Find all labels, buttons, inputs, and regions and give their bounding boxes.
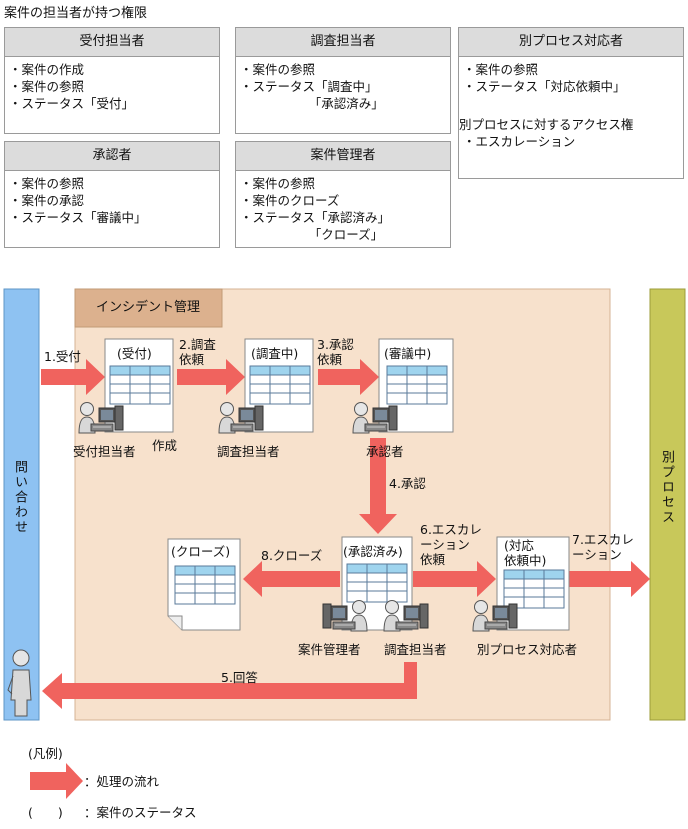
legend-arrow-icon bbox=[30, 763, 83, 799]
document-closed bbox=[167, 538, 241, 631]
legend-status-label: ：案件のステータス bbox=[84, 805, 197, 820]
role-line: ・案件のクローズ bbox=[240, 193, 340, 208]
other-process-bar bbox=[649, 288, 686, 721]
flow-arrow-3 bbox=[318, 359, 379, 395]
role-line: ・ステータス「調査中」 bbox=[240, 79, 378, 94]
role-line: ・案件の作成 bbox=[9, 62, 85, 77]
role-title: 案件管理者 bbox=[236, 142, 450, 171]
role-box-reception: 受付担当者 ・案件の作成 ・案件の参照 ・ステータス「受付」 bbox=[4, 27, 220, 134]
status-reviewing: (審議中) bbox=[384, 346, 432, 361]
role-title: 承認者 bbox=[5, 142, 219, 171]
flow-arrow-6 bbox=[413, 561, 496, 597]
role-line: 「クローズ」 bbox=[240, 227, 384, 242]
document-approved bbox=[341, 536, 413, 631]
flow-arrow-1 bbox=[41, 359, 105, 395]
step-label: 5.回答 bbox=[221, 670, 258, 685]
person-label: 調査担当者 bbox=[384, 642, 447, 657]
step-label: 1.受付 bbox=[44, 349, 81, 364]
role-line: 「承認済み」 bbox=[240, 96, 384, 111]
step-label: 7.エスカレ ーション bbox=[572, 532, 634, 562]
status-accepted: (受付) bbox=[117, 346, 152, 361]
step-label: 8.クローズ bbox=[261, 548, 323, 563]
step-label: 4.承認 bbox=[389, 476, 426, 491]
role-box-other-process: 別プロセス対応者 ・案件の参照 ・ステータス「対応依頼中」 別プロセスに対するア… bbox=[458, 27, 684, 179]
role-box-manager: 案件管理者 ・案件の参照 ・案件のクローズ ・ステータス「承認済み」 「クローズ… bbox=[235, 141, 451, 248]
person-label: 受付担当者 bbox=[73, 444, 136, 459]
role-extra-title: 別プロセスに対するアクセス権 bbox=[459, 117, 634, 132]
incident-label: インシデント管理 bbox=[96, 300, 201, 315]
inquiry-label: 問い合わせ bbox=[12, 460, 27, 535]
incident-tab bbox=[74, 288, 223, 328]
other-process-label: 別プロセス bbox=[659, 450, 674, 525]
role-title: 受付担当者 bbox=[5, 28, 219, 57]
flow-arrow-5 bbox=[42, 662, 417, 709]
inquiry-bar bbox=[3, 288, 40, 721]
person-label: 案件管理者 bbox=[298, 642, 361, 657]
status-investigating: (調査中) bbox=[251, 346, 299, 361]
step-label: 3.承認 依頼 bbox=[317, 337, 354, 367]
role-line: ・案件の参照 bbox=[9, 79, 85, 94]
role-line: ・ステータス「承認済み」 bbox=[240, 210, 391, 225]
status-requested: (対応 依頼中) bbox=[504, 538, 547, 568]
legend-flow-label: ：処理の流れ bbox=[84, 774, 160, 789]
role-line: ・ステータス「受付」 bbox=[9, 96, 135, 111]
status-closed: (クローズ) bbox=[171, 544, 231, 559]
step-label: 6.エスカレ ーション 依頼 bbox=[420, 522, 482, 567]
role-box-investigator: 調査担当者 ・案件の参照 ・ステータス「調査中」 「承認済み」 bbox=[235, 27, 451, 134]
role-line: ・ステータス「対応依頼中」 bbox=[463, 79, 626, 94]
role-box-approver: 承認者 ・案件の参照 ・案件の承認 ・ステータス「審議中」 bbox=[4, 141, 220, 248]
step-label: 2.調査 依頼 bbox=[179, 337, 216, 367]
role-line: ・案件の参照 bbox=[240, 176, 316, 191]
person-label: 承認者 bbox=[366, 444, 404, 459]
role-line: ・案件の参照 bbox=[240, 62, 316, 77]
role-line: ・案件の承認 bbox=[9, 193, 85, 208]
role-title: 調査担当者 bbox=[236, 28, 450, 57]
flow-arrow-4 bbox=[359, 438, 397, 534]
flow-arrow-8 bbox=[243, 561, 340, 597]
role-title: 別プロセス対応者 bbox=[459, 28, 683, 57]
user-icon bbox=[7, 649, 32, 717]
status-approved: (承認済み) bbox=[343, 544, 403, 559]
create-label: 作成 bbox=[152, 438, 178, 453]
flow-arrow-7 bbox=[569, 561, 650, 597]
role-line: ・エスカレーション bbox=[463, 134, 576, 149]
person-label: 調査担当者 bbox=[217, 444, 280, 459]
legend-status-symbol: ( ) bbox=[28, 805, 63, 820]
page-title: 案件の担当者が持つ権限 bbox=[4, 6, 148, 21]
legend-title: (凡例) bbox=[28, 746, 63, 761]
flow-arrow-2 bbox=[177, 359, 245, 395]
person-label: 別プロセス対応者 bbox=[477, 642, 578, 657]
role-line: ・案件の参照 bbox=[463, 62, 539, 77]
role-line: ・ステータス「審議中」 bbox=[9, 210, 147, 225]
role-line: ・案件の参照 bbox=[9, 176, 85, 191]
